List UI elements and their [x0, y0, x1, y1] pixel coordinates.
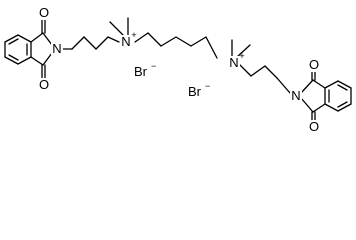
bromide-label: Br [134, 64, 148, 79]
bond [264, 65, 278, 79]
bond [276, 77, 291, 94]
bond [30, 32, 44, 43]
bond [337, 103, 352, 112]
bond [147, 32, 162, 47]
right-propyl-linker [239, 64, 291, 94]
bond [4, 34, 19, 43]
atom-labels: O O N N + N + N O O [38, 5, 320, 134]
bond [337, 80, 352, 89]
bond [300, 97, 314, 113]
hexyl-chain [134, 32, 218, 59]
bond [250, 65, 266, 77]
negative-charge-label: − [205, 81, 210, 91]
bond [17, 56, 32, 65]
nitrogen-label: N [229, 55, 238, 70]
bond [239, 64, 252, 77]
right-ammonium-methyls [231, 39, 251, 58]
bond [312, 79, 326, 89]
negative-charge-label: − [151, 61, 156, 71]
oxygen-label: O [309, 57, 319, 72]
oxygen-label: O [39, 5, 49, 20]
bond [300, 79, 314, 94]
bond [324, 103, 339, 112]
oxygen-label: O [309, 119, 319, 134]
bond [312, 103, 326, 113]
nitrogen-label: N [121, 34, 130, 49]
right-phthalimide-group [300, 69, 352, 123]
bond [107, 36, 120, 43]
nitrogen-label: N [291, 88, 300, 103]
bond [4, 56, 19, 65]
positive-charge-label: + [131, 30, 136, 40]
bond [134, 32, 149, 43]
bond [337, 84, 348, 91]
bond [337, 101, 348, 108]
left-propyl-linker [54, 36, 120, 50]
bromide-label: Br [188, 84, 202, 99]
bond [160, 36, 177, 47]
bond [8, 54, 19, 61]
positive-charge-label: + [239, 51, 244, 61]
bond [175, 36, 192, 47]
bond [109, 21, 125, 37]
bond [71, 36, 85, 50]
bond [190, 36, 207, 47]
bond [324, 80, 339, 89]
bond [236, 44, 251, 58]
bond [30, 56, 44, 66]
bond [205, 36, 218, 59]
bond [17, 34, 32, 43]
bond [8, 38, 19, 45]
chemical-structure-diagram: O O N N + N + N O O Br − Br − [4, 5, 352, 134]
nitrogen-label: N [52, 41, 61, 56]
counterions: Br − Br − [134, 61, 210, 99]
left-phthalimide-group [4, 17, 56, 81]
left-ammonium-methyls [109, 17, 129, 37]
bond [83, 36, 97, 50]
oxygen-label: O [39, 77, 49, 92]
bond [95, 36, 109, 50]
